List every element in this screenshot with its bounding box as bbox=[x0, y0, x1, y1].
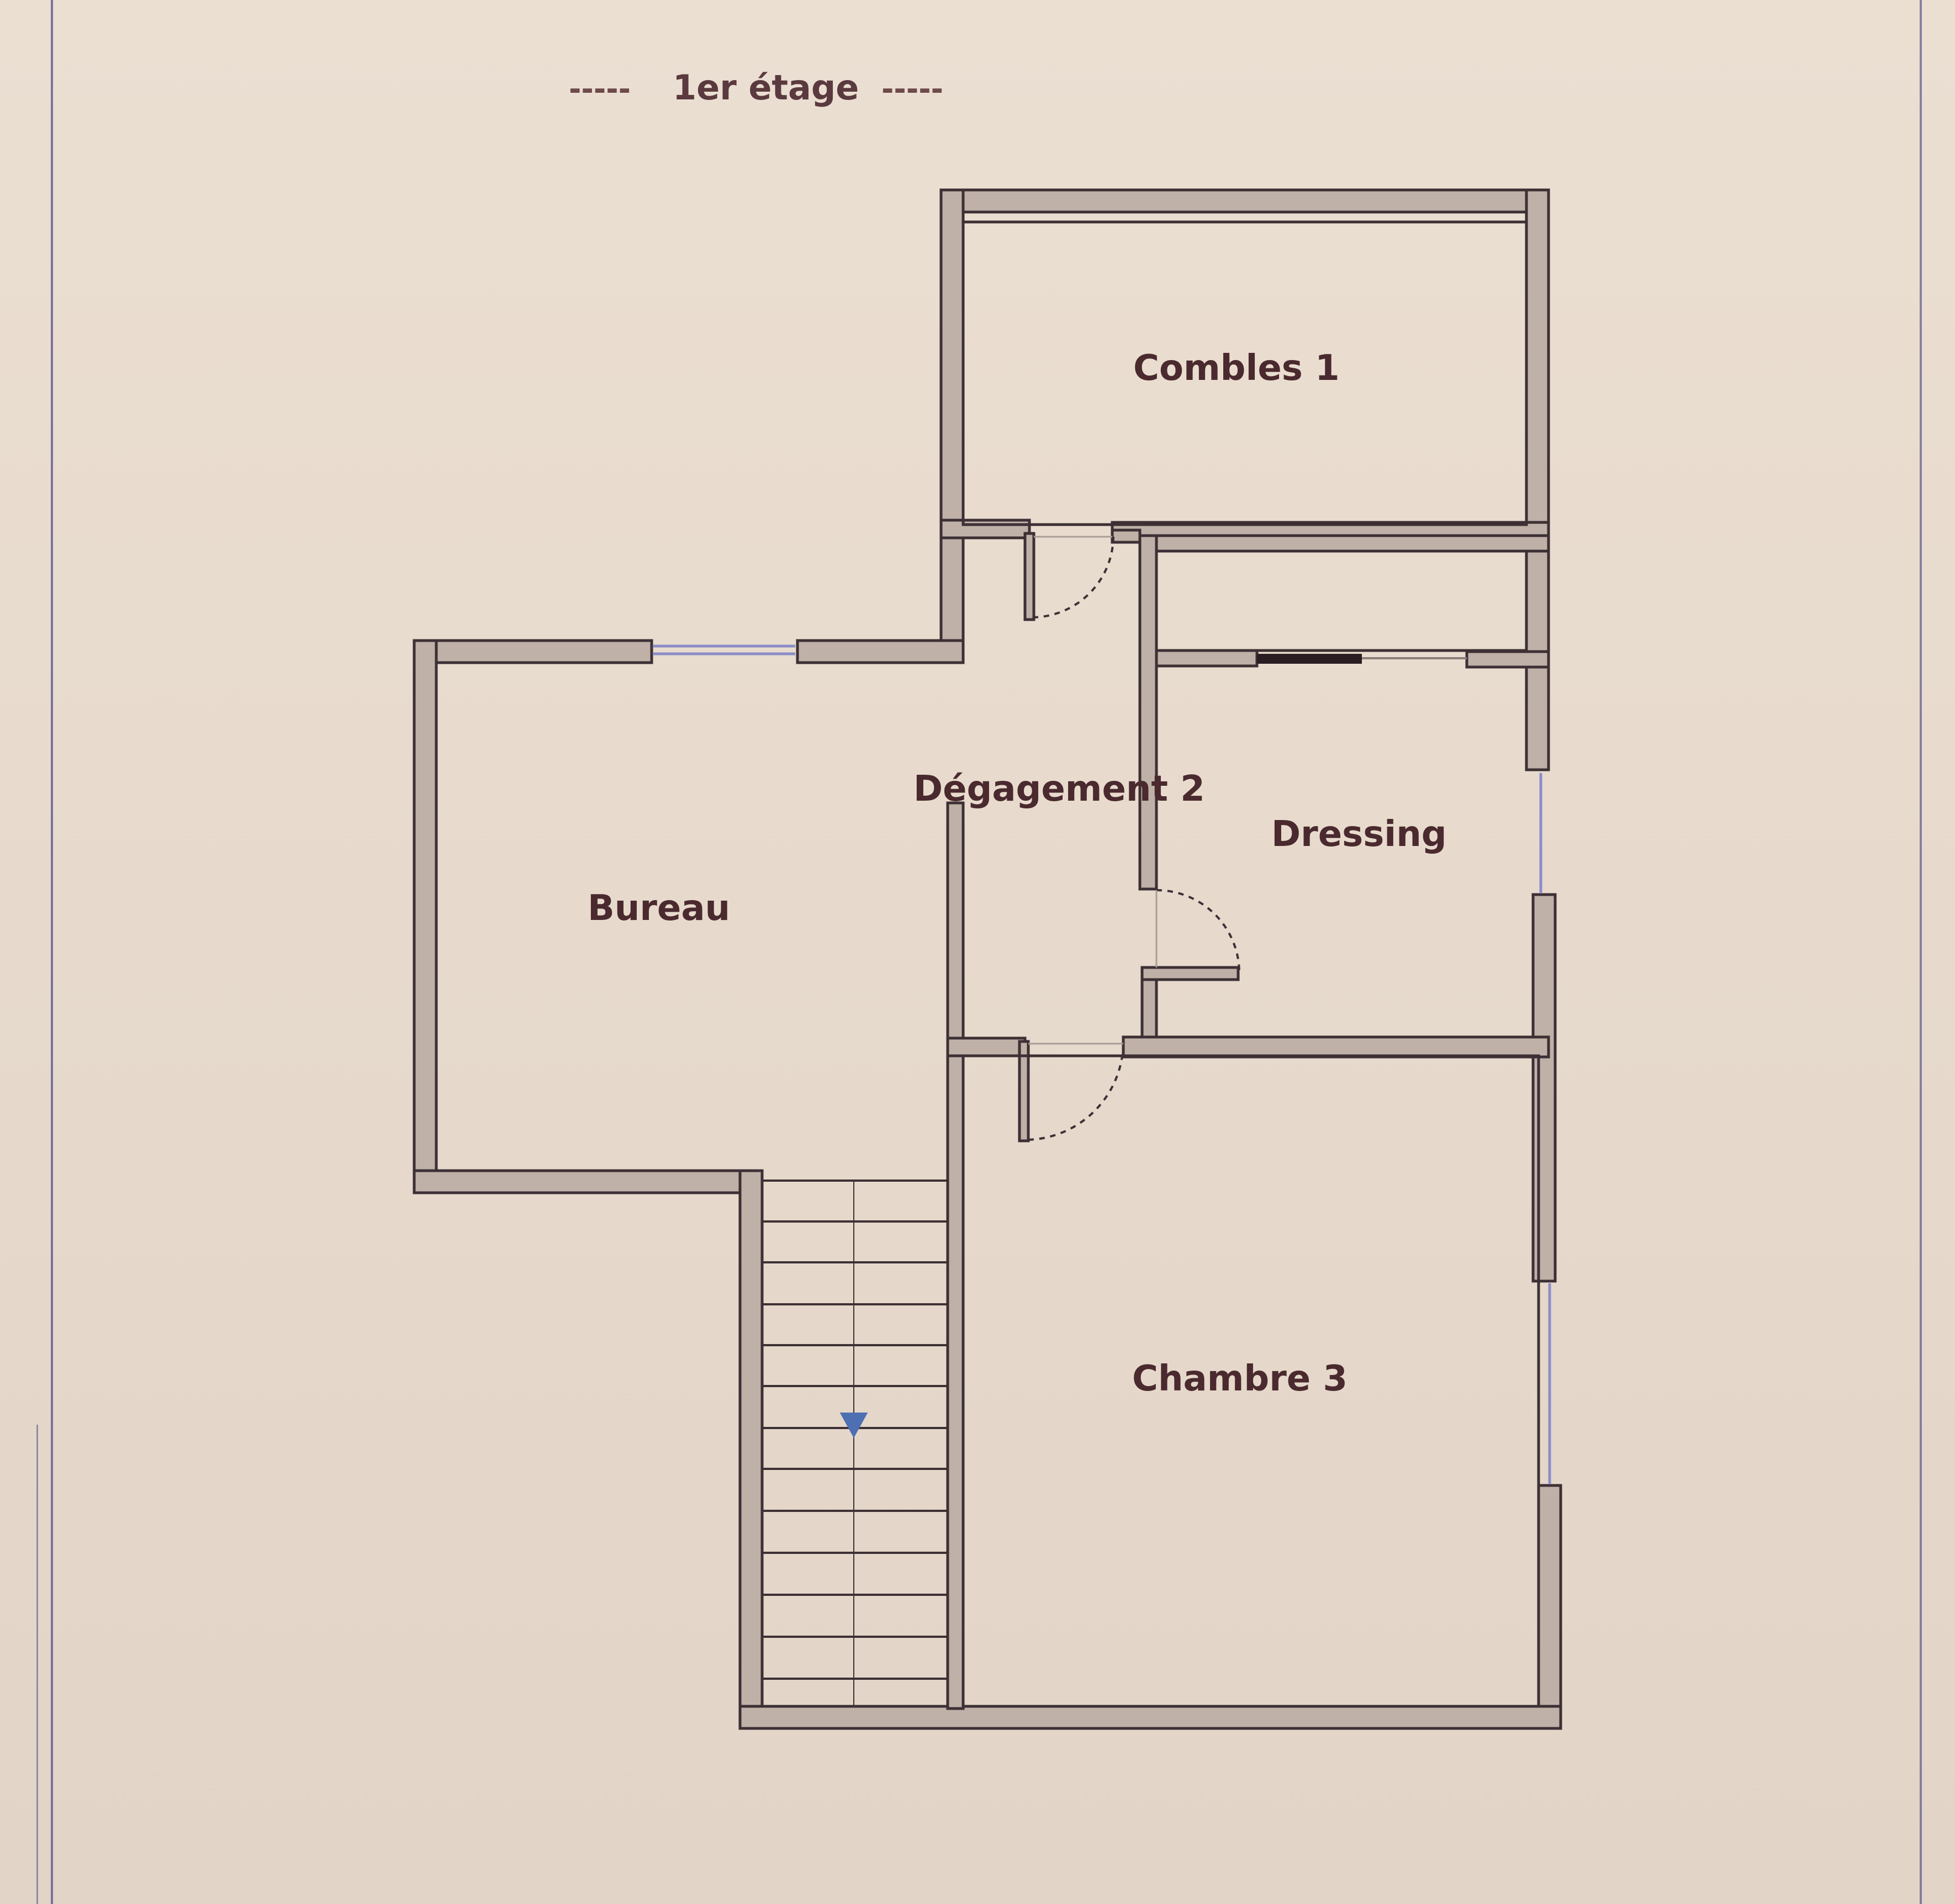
door-swings bbox=[1028, 536, 1240, 1141]
stair-down-arrow bbox=[839, 1413, 868, 1438]
floor-title-text: 1er étage bbox=[673, 67, 859, 108]
wall-bureau-left bbox=[413, 639, 438, 1193]
wall-degagement-bottom-left bbox=[946, 1036, 1027, 1057]
sliding-door bbox=[1257, 654, 1467, 664]
wall-dressing-bottom bbox=[1122, 1035, 1550, 1059]
door-swing-dressing bbox=[1156, 889, 1240, 974]
label-bureau: Bureau bbox=[588, 888, 730, 929]
sliding-door-leaf bbox=[1257, 654, 1362, 664]
floor-title: ----- 1er étage ----- bbox=[569, 67, 943, 108]
combles-inner bbox=[961, 220, 1528, 526]
label-dressing: Dressing bbox=[1271, 814, 1447, 855]
wall-dressing-left-upper bbox=[1138, 534, 1158, 891]
title-dash-right: ----- bbox=[881, 72, 943, 107]
left-margin-line-secondary bbox=[36, 1425, 38, 1904]
wall-combles-left bbox=[939, 188, 965, 649]
title-dash-left: ----- bbox=[569, 72, 631, 107]
label-degagement: Dégagement 2 bbox=[913, 769, 1205, 810]
left-margin-line bbox=[51, 0, 53, 1904]
staircase bbox=[762, 1180, 948, 1706]
door-stub-combles bbox=[1023, 532, 1035, 621]
label-combles: Combles 1 bbox=[1133, 348, 1340, 389]
wall-bureau-bottom bbox=[413, 1169, 764, 1194]
label-chambre: Chambre 3 bbox=[1132, 1358, 1348, 1399]
door-stub-chambre bbox=[1018, 1040, 1030, 1143]
wall-bottom bbox=[738, 1705, 1562, 1730]
wall-bureau-top-right bbox=[796, 639, 965, 664]
wall-right-2 bbox=[1531, 893, 1557, 1283]
wall-closet-top bbox=[1138, 534, 1550, 553]
door-thresholds bbox=[1028, 536, 1158, 1045]
walls bbox=[413, 188, 1562, 1730]
room-labels: Combles 1 Dégagement 2 Dressing Bureau C… bbox=[588, 348, 1447, 1399]
door-swing-chambre bbox=[1028, 1043, 1124, 1141]
wall-right-3 bbox=[1537, 1484, 1562, 1725]
door-swing-combles bbox=[1032, 536, 1114, 618]
wall-right-1 bbox=[1525, 188, 1550, 771]
wall-combles-top bbox=[939, 188, 1550, 214]
wall-closet-bottom-right bbox=[1465, 650, 1550, 669]
wall-closet-bottom-left bbox=[1150, 649, 1259, 668]
closet-inner bbox=[1155, 549, 1528, 652]
door-stub-combles-top bbox=[1111, 528, 1142, 544]
room-outlines bbox=[961, 220, 1540, 1708]
wall-degagement-inner bbox=[946, 801, 965, 1710]
right-margin-line bbox=[1920, 0, 1922, 1904]
windows bbox=[653, 644, 1551, 1484]
chambre-inner bbox=[961, 1054, 1540, 1708]
wall-dressing-door-stub bbox=[1140, 966, 1240, 981]
wall-stair-left bbox=[738, 1169, 764, 1730]
wall-combles-bottom-left bbox=[939, 519, 1031, 540]
wall-bureau-top-left bbox=[413, 639, 653, 664]
